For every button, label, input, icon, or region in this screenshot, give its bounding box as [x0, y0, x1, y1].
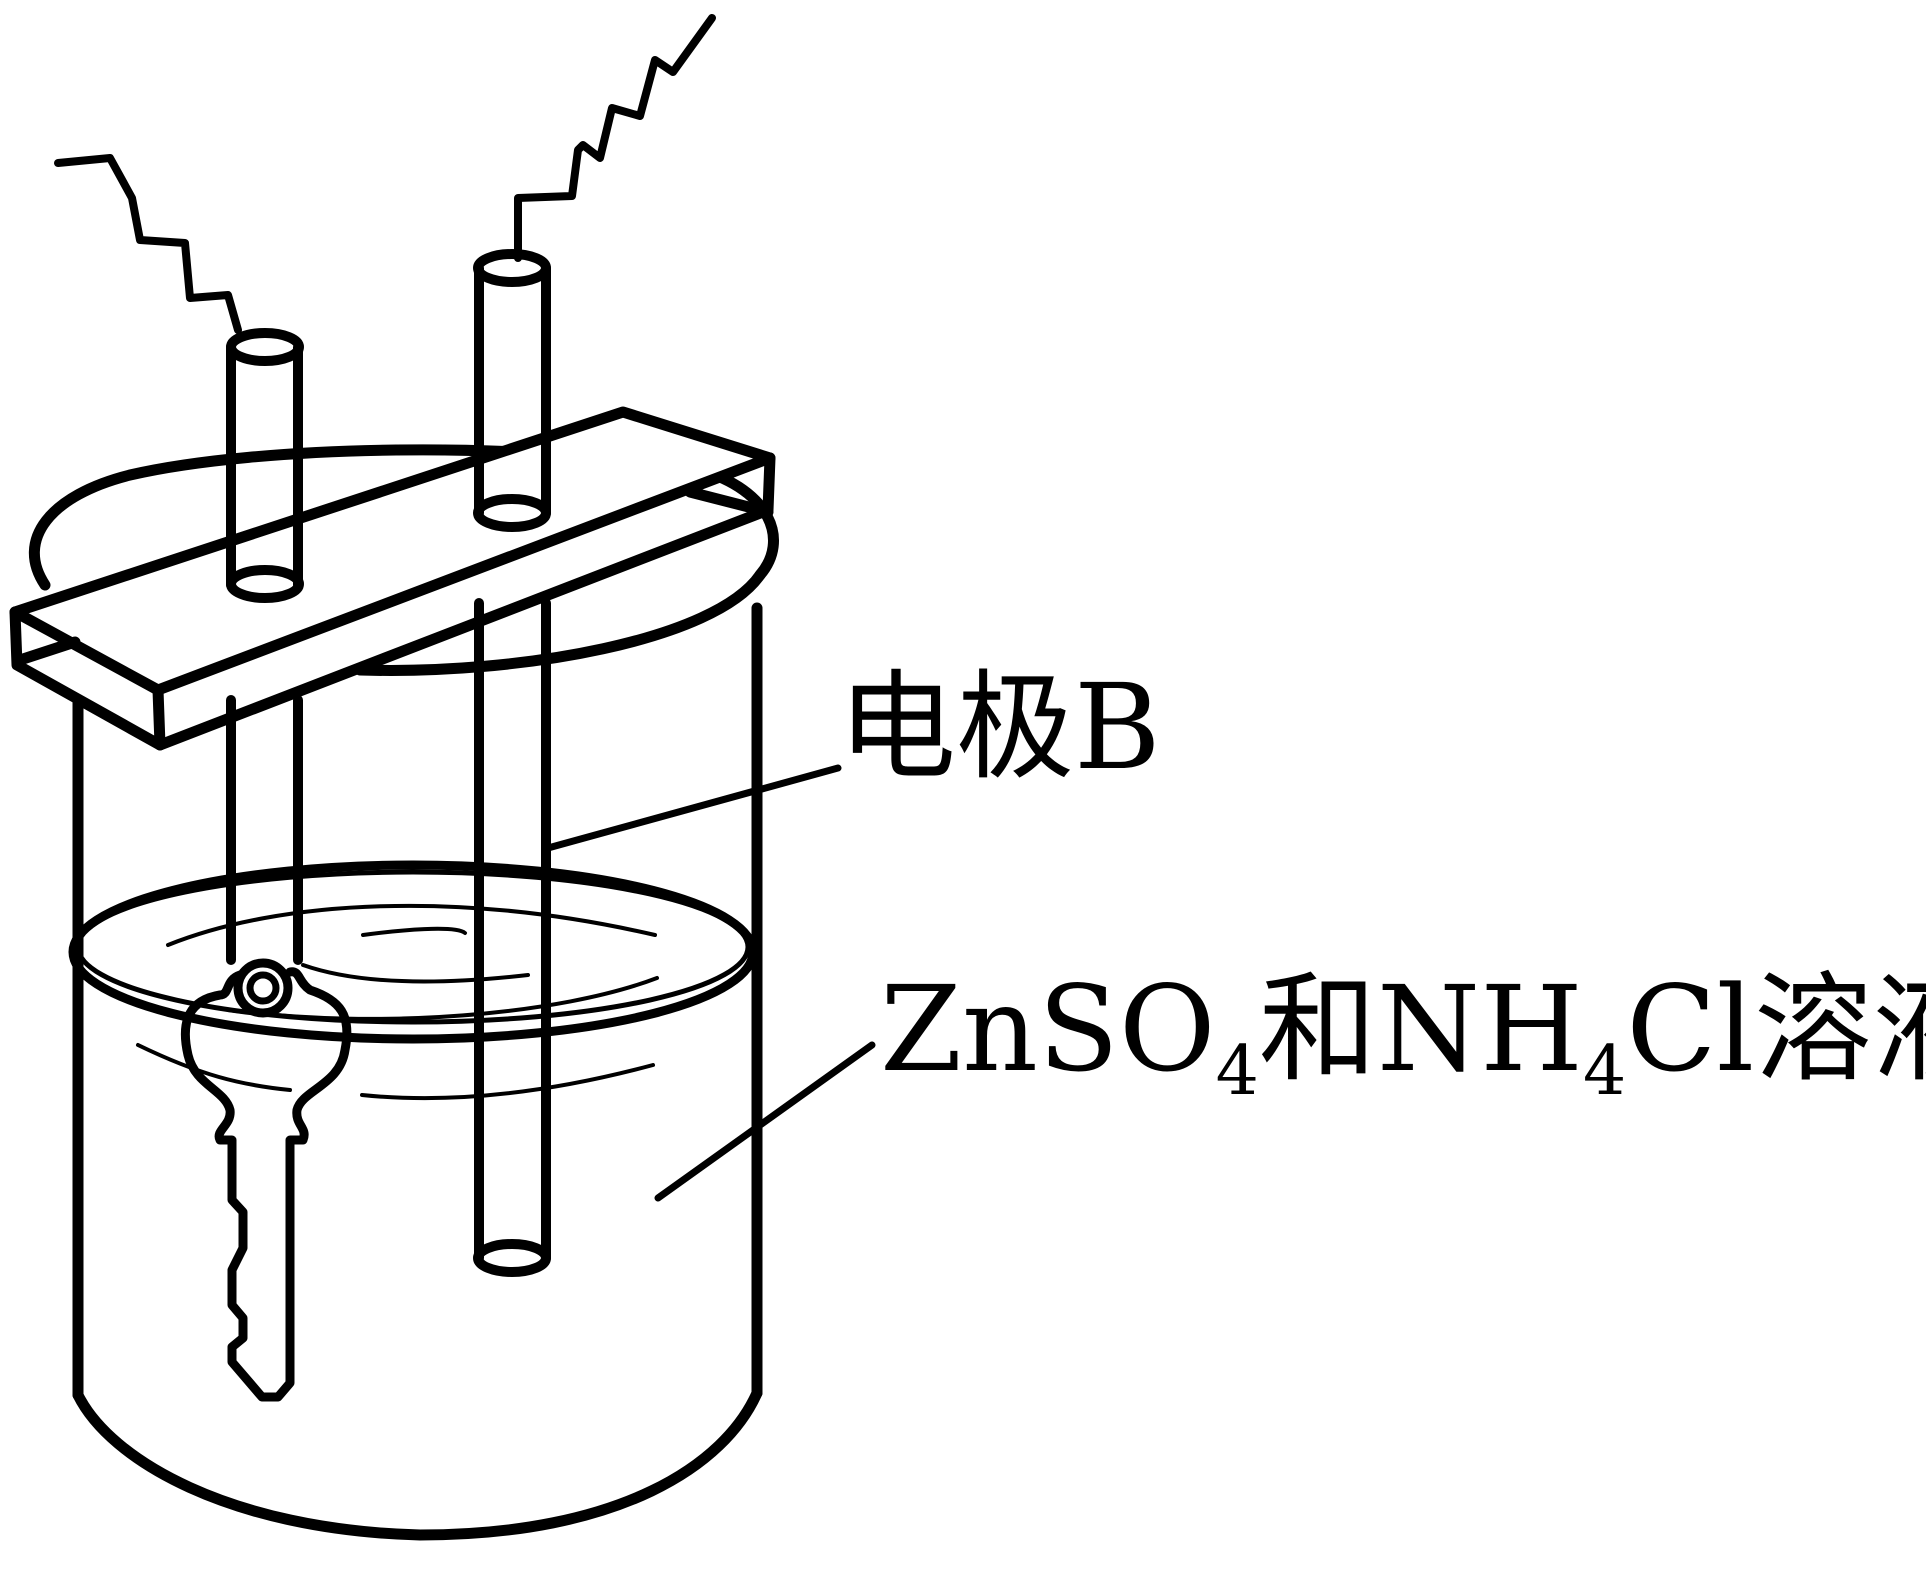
label-solution: ZnSO4和NH4Cl溶液	[880, 970, 1926, 1106]
liquid-surface-ellipse	[68, 860, 758, 1044]
leader-solution	[654, 1041, 876, 1202]
electrode-b	[473, 249, 551, 1277]
solution-subscript-2: 4	[1582, 1031, 1627, 1111]
label-electrode-b: 电极B	[838, 658, 1161, 796]
beaker	[28, 444, 779, 1541]
solution-subscript-1: 4	[1215, 1031, 1259, 1111]
lid-plank	[9, 406, 776, 751]
wire-right	[514, 14, 716, 262]
beaker-bottom	[72, 1387, 763, 1541]
beaker-rim-front	[354, 569, 766, 676]
solution-text-part1: ZnSO	[880, 960, 1216, 1098]
liquid-surface	[68, 860, 758, 1101]
beaker-rim-back	[28, 444, 779, 591]
leader-electrode-b	[544, 764, 842, 852]
electrode-left	[226, 328, 304, 965]
solution-text-part2: 和NH	[1258, 960, 1583, 1098]
wire-left	[54, 154, 242, 334]
solution-text-part3: Cl溶液	[1626, 960, 1926, 1098]
key	[180, 958, 352, 1402]
liquid-surface-inner	[75, 869, 751, 1025]
